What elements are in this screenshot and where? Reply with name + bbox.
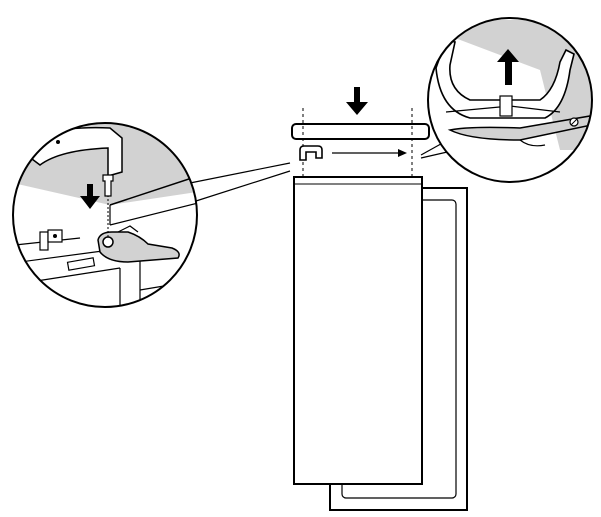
right-detail-circle (427, 17, 593, 183)
top-cap (291, 123, 430, 140)
alignment-guides (302, 108, 413, 177)
right-arrow-icon (332, 149, 407, 157)
hinge-clip (299, 145, 323, 161)
front-door-panel (293, 176, 423, 485)
down-arrow-icon (346, 87, 368, 115)
left-detail-circle (12, 122, 198, 308)
down-arrow-icon (80, 184, 100, 209)
left-callout-lines (189, 162, 291, 202)
up-arrow-icon (497, 49, 519, 85)
